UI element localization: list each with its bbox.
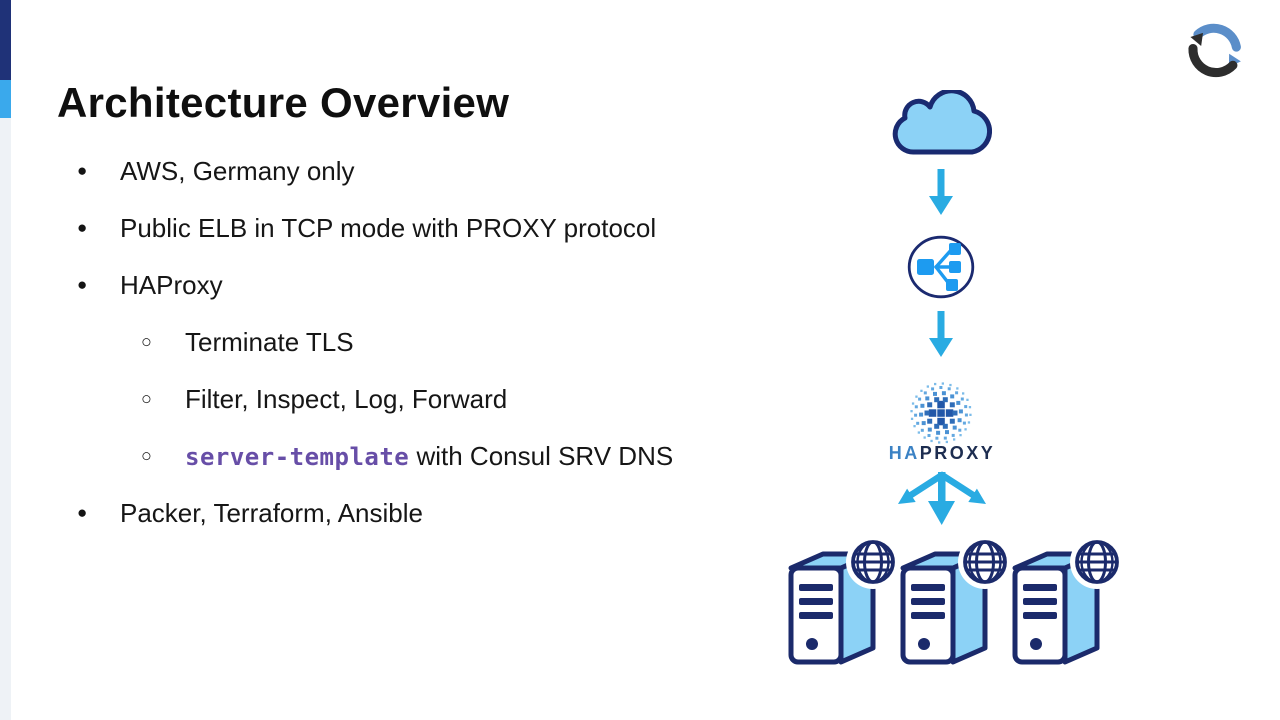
bullet-dot-icon (77, 161, 87, 181)
globe-icon (851, 540, 895, 584)
page-title: Architecture Overview (57, 79, 510, 126)
accent-bar-gray (0, 118, 11, 720)
globe-icon (963, 540, 1007, 584)
list-item: server-template with Consul SRV DNS (57, 428, 757, 485)
cloud-icon (892, 90, 992, 155)
accent-bar-blue (0, 80, 11, 118)
bullet-circle-icon (141, 331, 152, 352)
bullet-text: server-template with Consul SRV DNS (185, 441, 673, 472)
bullet-text: Terminate TLS (185, 327, 354, 357)
bullet-text: AWS, Germany only (120, 156, 355, 186)
bullet-dot-icon (77, 275, 87, 295)
accent-bar-navy (0, 0, 11, 80)
server-icon (1012, 536, 1124, 665)
bullet-text-rest: with Consul SRV DNS (409, 441, 674, 471)
server-icon (900, 536, 1012, 665)
list-item: Public ELB in TCP mode with PROXY protoc… (57, 200, 757, 257)
list-item: HAProxy (57, 257, 757, 314)
bullet-dot-icon (77, 218, 87, 238)
bullet-text: Public ELB in TCP mode with PROXY protoc… (120, 213, 657, 243)
down-arrow-icon (929, 311, 953, 357)
list-item: AWS, Germany only (57, 143, 757, 200)
load-balancer-icon (907, 235, 975, 299)
fan-arrows-icon (898, 471, 986, 525)
list-item: Filter, Inspect, Log, Forward (57, 371, 757, 428)
haproxy-wordmark-proxy: PROXY (919, 443, 996, 463)
bullet-list: AWS, Germany only Public ELB in TCP mode… (57, 143, 757, 542)
down-arrow-icon (929, 169, 953, 215)
bullet-text: HAProxy (120, 270, 223, 300)
haproxy-sphere-dots (910, 382, 972, 444)
haproxy-sphere-logo (910, 382, 972, 444)
globe-icon (1075, 540, 1119, 584)
list-item: Terminate TLS (57, 314, 757, 371)
inline-code: server-template (185, 443, 410, 471)
bullet-dot-icon (77, 503, 87, 523)
haproxy-wordmark: HAPROXY (861, 443, 1023, 464)
bullet-text: Packer, Terraform, Ansible (120, 498, 423, 528)
haproxy-wordmark-ha: HA (888, 443, 920, 463)
bullet-text: Filter, Inspect, Log, Forward (185, 384, 508, 414)
bullet-circle-icon (141, 445, 152, 466)
list-item: Packer, Terraform, Ansible (57, 485, 757, 542)
sync-logo-icon (1188, 23, 1241, 78)
server-icon (788, 536, 900, 665)
bullet-circle-icon (141, 388, 152, 409)
